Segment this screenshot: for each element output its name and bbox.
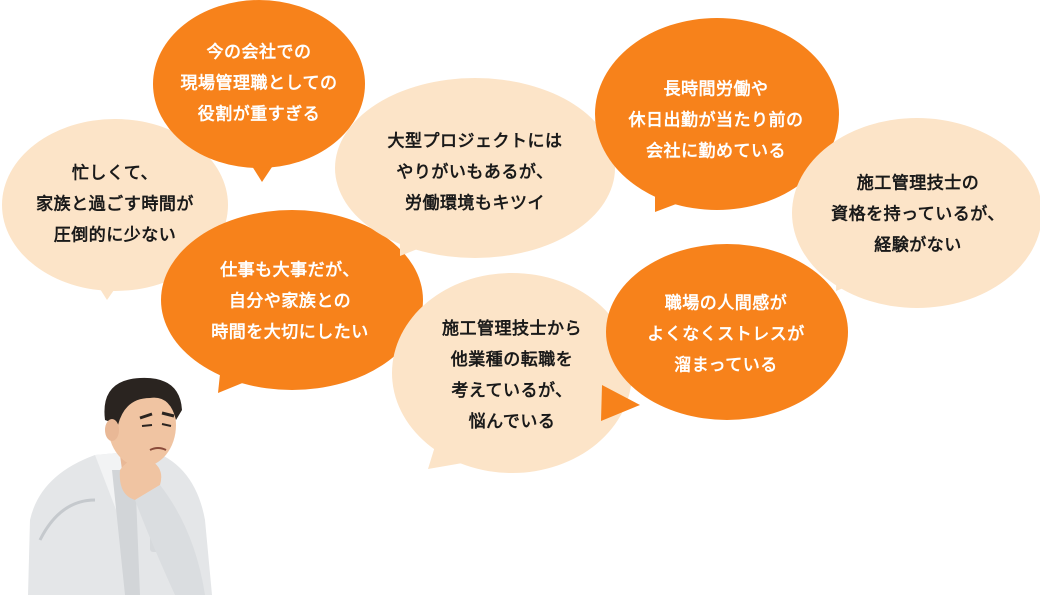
bubble-text-no-experience: 施工管理技士の 資格を持っているが、 経験がない: [831, 169, 1005, 262]
bubble-line: 休日出勤が当たり前の: [628, 110, 804, 131]
bubble-text-work-life: 仕事も大事だが、 自分や家族との 時間を大切にしたい: [211, 256, 369, 349]
speech-bubble-role-heavy: [153, 0, 365, 182]
bubble-line: 施工管理技士から: [442, 319, 582, 339]
bubble-line: 圧倒的に少ない: [53, 225, 177, 246]
bubble-line: 施工管理技士の: [856, 173, 980, 194]
bubble-line: 労働環境もキツイ: [405, 193, 545, 214]
bubble-text-role-heavy: 今の会社での 現場管理職としての 役割が重すぎる: [181, 38, 338, 131]
bubble-line: 時間を大切にしたい: [211, 322, 369, 343]
bubble-text-career-change: 施工管理技士から 他業種の転職を 考えているが、 悩んでいる: [442, 314, 582, 438]
speech-bubble-career-change: [392, 273, 632, 473]
bubble-line: 現場管理職としての: [180, 73, 338, 94]
bubble-line: 職場の人間感が: [664, 293, 788, 314]
worried-worker-illustration: [28, 377, 212, 595]
bubble-line: 今の会社での: [206, 42, 312, 63]
bubble-text-relationships: 職場の人間感が よくなくストレスが 溜まっている: [647, 289, 805, 382]
bubble-line: やりがいもあるが、: [396, 162, 554, 183]
bubble-text-big-project: 大型プロジェクトには やりがいもあるが、 労働環境もキツイ: [388, 127, 563, 220]
bubble-text-busy-family: 忙しくて、 家族と過ごす時間が 圧倒的に少ない: [36, 159, 194, 252]
bubble-line: 会社に勤めている: [646, 141, 786, 162]
bubble-line: 自分や家族との: [228, 291, 352, 312]
bubble-line: 仕事も大事だが、: [220, 260, 360, 281]
bubble-line: 大型プロジェクトには: [387, 131, 563, 152]
bubble-line: 資格を持っているが、: [831, 204, 1005, 225]
speech-bubble-big-project: [335, 78, 615, 258]
bubble-line: 考えているが、: [451, 381, 573, 401]
bubble-line: 経験がない: [874, 235, 962, 256]
speech-bubble-work-life: [161, 210, 423, 393]
bubble-line: 家族と過ごす時間が: [36, 194, 194, 215]
bubble-line: 悩んでいる: [468, 412, 556, 432]
bubble-line: 長時間労働や: [663, 79, 769, 100]
speech-bubble-relationships: [601, 244, 848, 421]
speech-bubble-long-hours: [595, 18, 839, 212]
speech-bubble-busy-family: [2, 119, 228, 300]
bubble-line: 役割が重すぎる: [197, 104, 321, 125]
bubble-line: 忙しくて、: [71, 163, 159, 184]
bubble-line: 溜まっている: [674, 355, 778, 376]
bubble-text-long-hours: 長時間労働や 休日出勤が当たり前の 会社に勤めている: [629, 75, 804, 168]
bubble-line: 他業種の転職を: [450, 350, 574, 370]
bubble-line: よくなくストレスが: [647, 324, 805, 345]
speech-bubble-no-experience: [792, 118, 1040, 308]
